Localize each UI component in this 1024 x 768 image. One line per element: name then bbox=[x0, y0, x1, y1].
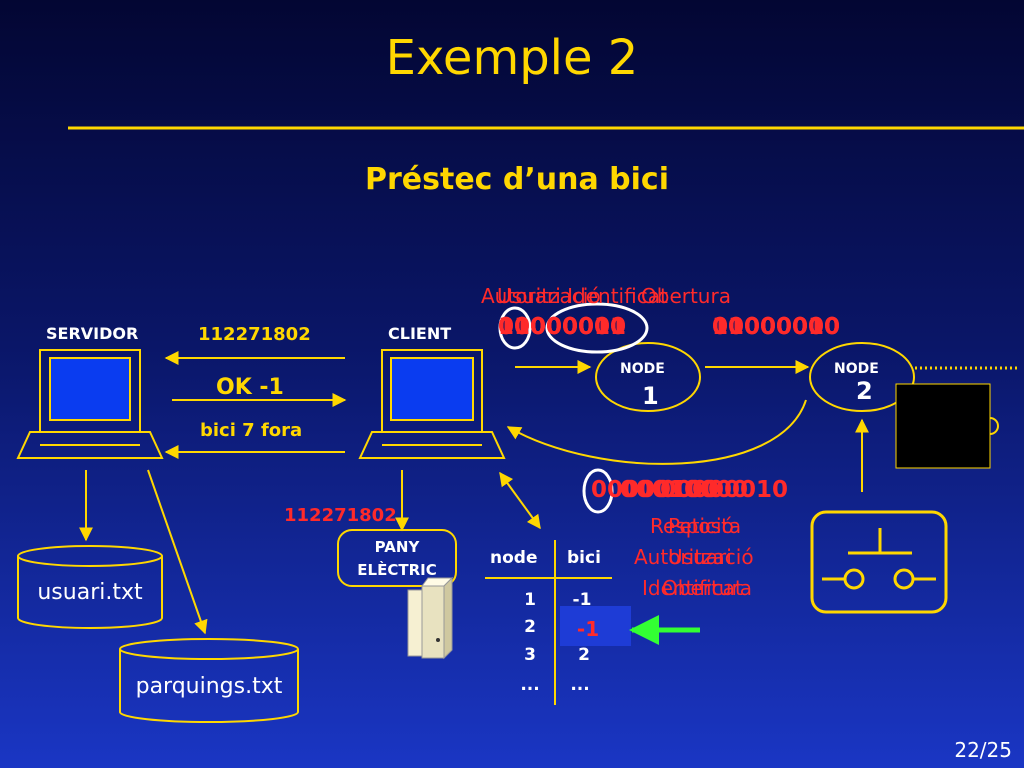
overlay-bits-bottom-0: 00000100 bbox=[591, 477, 720, 503]
push-button-switch-icon bbox=[810, 510, 948, 614]
arrow-client-table bbox=[499, 471, 541, 530]
pany-label-line2: ELÈCTRIC bbox=[357, 561, 437, 579]
overlay-label-obertura-2: Obertura bbox=[662, 576, 752, 600]
servidor-label: SERVIDOR bbox=[46, 324, 139, 343]
overlay-bits-left-0: 01000000 bbox=[498, 314, 627, 340]
arrow-server-to-parquings bbox=[147, 469, 208, 635]
node2-label: NODE bbox=[834, 361, 879, 377]
page-subtitle: Préstec d’una bici bbox=[365, 162, 669, 197]
overlay-label-autoritzacio-2: Autorització bbox=[634, 545, 754, 569]
overlay-bits-left-1: 10000001 bbox=[498, 314, 627, 340]
client-label: CLIENT bbox=[388, 324, 452, 343]
overlay-bits-right-1: 01000000 bbox=[712, 314, 841, 340]
pany-label-line1: PANY bbox=[374, 538, 420, 556]
node1-number: 1 bbox=[642, 382, 659, 410]
usuari-file-label: usuari.txt bbox=[37, 580, 143, 605]
table-row-3-bici: 2 bbox=[578, 645, 590, 665]
node2-device-box bbox=[895, 383, 991, 469]
overlay-bits-right-2: 10000000 bbox=[712, 314, 841, 340]
page-title: Exemple 2 bbox=[385, 30, 639, 86]
overlay-bits-bottom-1: 00000010 bbox=[660, 477, 789, 503]
node1-circle bbox=[595, 342, 701, 412]
table-header-bici: bici bbox=[567, 548, 601, 568]
overlay-label-obertura: Obertura bbox=[641, 284, 731, 308]
arrow-node2-to-client bbox=[506, 399, 807, 465]
overlay-label-identificat: Identificat bbox=[642, 576, 743, 600]
overlay-bits-bottom-2: 00010000 bbox=[620, 477, 749, 503]
table-row-1-node: 1 bbox=[524, 590, 536, 610]
table-row-4-bici: ... bbox=[570, 675, 590, 695]
ok-reply-label: OK -1 bbox=[216, 375, 284, 400]
usuari-file-cylinder bbox=[17, 545, 163, 629]
table-row-4-node: ... bbox=[520, 675, 540, 695]
node2-circle bbox=[809, 342, 915, 412]
highlight-oval-wide bbox=[545, 302, 649, 354]
table-row-1-bici: -1 bbox=[572, 590, 592, 610]
node2-number: 2 bbox=[856, 377, 873, 405]
pany-box bbox=[337, 529, 457, 587]
page-number: 22/25 bbox=[954, 738, 1012, 762]
overlay-label-peticio: Petició bbox=[668, 514, 734, 538]
overlay-label-usuari-identificat: Usuari Identificat bbox=[497, 284, 668, 308]
parquings-file-label: parquings.txt bbox=[135, 674, 283, 699]
table-header-node: node bbox=[490, 548, 538, 568]
server-in-code: 112271802 bbox=[198, 324, 311, 345]
overlay-label-usuari: Usuari bbox=[668, 545, 732, 569]
overlay-label-autoritzacio: Autorització bbox=[481, 284, 601, 308]
overlay-bits-left-2: 00000010 bbox=[498, 314, 627, 340]
overlay-label-resposta: Resposta bbox=[650, 514, 742, 538]
overlay-bits-right-0: 00000010 bbox=[712, 314, 841, 340]
electric-lock-icon bbox=[407, 576, 454, 660]
table-row-3-node: 3 bbox=[524, 645, 536, 665]
highlight-oval-bottom bbox=[582, 468, 614, 514]
highlight-oval-left bbox=[498, 306, 532, 350]
node1-label: NODE bbox=[620, 361, 665, 377]
server-computer-icon bbox=[16, 349, 164, 459]
table-row-2-node: 2 bbox=[524, 617, 536, 637]
table-row-2-bici: -1 bbox=[576, 617, 600, 641]
client-computer-icon bbox=[358, 349, 506, 459]
table-cell-highlight bbox=[560, 606, 631, 646]
bici-fora-label: bici 7 fora bbox=[200, 420, 303, 441]
pany-code-label: 112271802 bbox=[284, 505, 397, 526]
parquings-file-cylinder bbox=[119, 638, 299, 723]
